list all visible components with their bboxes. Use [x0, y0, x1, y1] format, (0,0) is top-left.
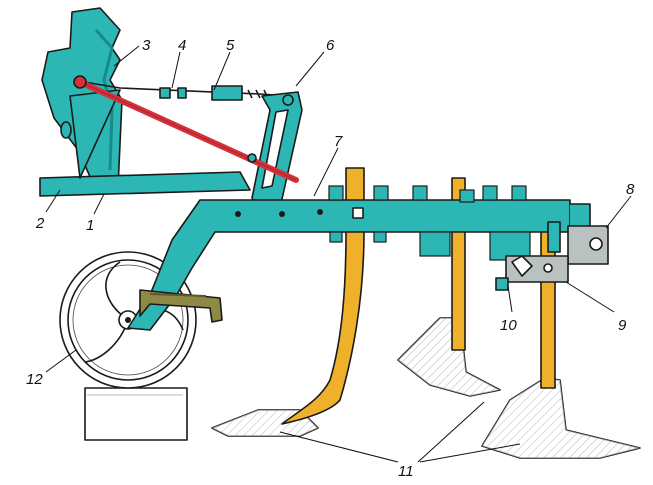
rear-upright — [251, 91, 303, 209]
callout-6: 6 — [326, 37, 335, 54]
callout-5: 5 — [226, 37, 235, 54]
callout-3: 3 — [142, 37, 151, 54]
callout-10: 10 — [500, 317, 517, 334]
rear-bracket — [547, 221, 609, 265]
callout-2: 2 — [35, 215, 45, 232]
callout-8: 8 — [626, 181, 635, 198]
callout-11: 11 — [398, 463, 414, 480]
tine-clamp — [495, 255, 569, 291]
callout-9: 9 — [618, 317, 627, 334]
callout-labels: 3 4 5 6 7 8 9 10 2 1 12 11 — [26, 37, 635, 480]
lower-frame-arm — [39, 89, 251, 197]
wheel-bracket — [139, 289, 223, 323]
callout-7: 7 — [334, 133, 343, 150]
adjusting-rod — [73, 75, 299, 183]
callout-4: 4 — [178, 37, 186, 54]
callout-12: 12 — [26, 371, 43, 388]
shares — [211, 317, 641, 459]
support-block — [84, 387, 188, 441]
callout-1: 1 — [86, 217, 94, 234]
spring-tine — [281, 167, 365, 425]
leader-lines — [45, 45, 632, 463]
